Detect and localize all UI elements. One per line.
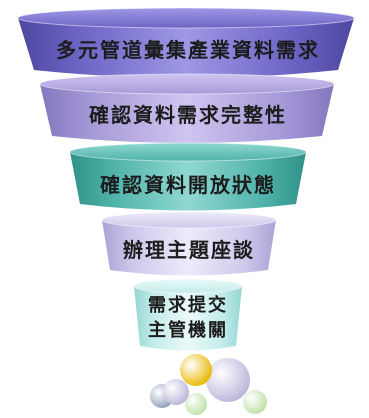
funnel-tier-3-rim [69,142,307,162]
funnel-tier-4-body [102,220,276,276]
funnel-tier-3: 確認資料開放狀態 [69,142,307,211]
funnel-tier-5-rim [133,278,243,294]
funnel-tier-1-body [18,18,354,78]
funnel-tier-2-label: 確認資料需求完整性 [89,103,287,127]
molecule-sphere-green-right [243,390,267,414]
funnel-tier-3-body [70,152,306,211]
funnel-tier-1-label: 多元管道彙集產業資料需求 [56,38,320,62]
funnel-tier-4-label: 辦理主題座談 [123,238,255,262]
funnel-tier-5: 需求提交 主管機關 [133,278,243,351]
molecule-cluster-icon [150,354,267,415]
funnel-tier-2: 確認資料需求完整性 [39,73,335,143]
funnel-tier-3-label: 確認資料開放狀態 [100,173,276,197]
molecule-sphere-lavender-small [163,379,189,405]
molecule-sphere-lavender [206,358,250,402]
funnel-tier-1-rim [17,7,355,29]
funnel-tier-5-body [134,286,242,351]
funnel-tier-5-label-line-2: 主管機關 [148,319,228,341]
funnel-tier-2-body [40,84,334,143]
molecule-sphere-green-left [185,393,207,415]
funnel-tier-2-rim [39,73,335,95]
molecule-sphere-gold [180,354,212,386]
funnel-tier-1: 多元管道彙集產業資料需求 [17,7,355,78]
funnel-tier-4: 辦理主題座談 [101,211,277,276]
funnel-tier-4-rim [101,211,277,229]
funnel-tier-5-label-line-1: 需求提交 [148,294,228,316]
